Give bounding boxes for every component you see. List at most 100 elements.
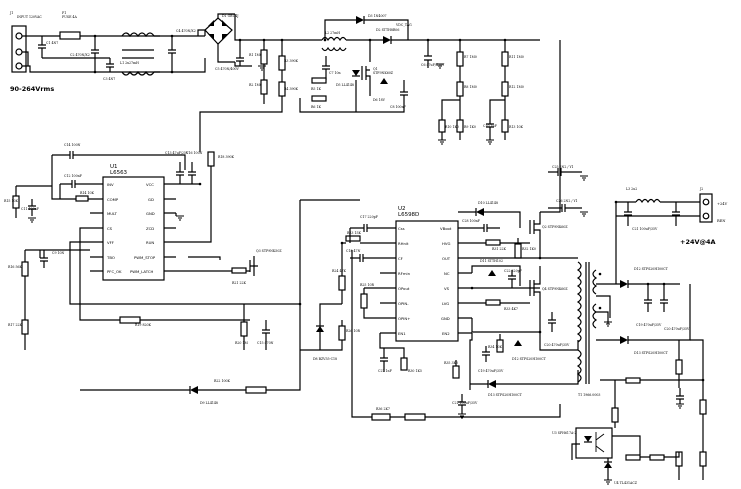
capacitor-c20-out: C20 470uF/35V [660, 284, 690, 331]
resistor-r12: R12 1M0 [501, 66, 524, 97]
input-connector: J1 INPUT 120VAC [9, 11, 42, 73]
diode-d13-out: D13 STPS20H100CT [620, 336, 669, 355]
capacitor-c4: C4 470N/X2 [168, 29, 196, 72]
diode-d10: D10 LL4148 [475, 201, 498, 216]
resistor-r26: R26 10R [338, 320, 361, 341]
capacitor-c20: C20 470uF/35V [544, 312, 570, 347]
svg-text:PFC_OK: PFC_OK [107, 269, 122, 274]
svg-text:ZCD: ZCD [146, 226, 154, 231]
capacitor-c21-out: C21 100uF/35V [624, 202, 658, 231]
output-connector-ref: J2 [699, 187, 703, 191]
svg-text:T1 1966.0003: T1 1966.0003 [578, 393, 600, 397]
ic-u1-ref: U1 [110, 164, 118, 170]
svg-text:Q1: Q1 [373, 67, 378, 71]
svg-text:D3 1N4007: D3 1N4007 [368, 14, 387, 18]
svg-text:R6 1K: R6 1K [311, 105, 321, 109]
svg-text:R31 22K: R31 22K [492, 247, 507, 251]
resistor-r17: R17 22K [8, 276, 29, 335]
svg-text:R23 15K: R23 15K [347, 231, 362, 235]
resistor-r34: R34 10K [488, 334, 504, 353]
svg-text:D11 STTH102: D11 STTH102 [480, 259, 503, 263]
resistor-r36b [404, 413, 426, 421]
output-rating-label: +24V@4A [680, 238, 716, 246]
inductor-l2: L2 27mH [300, 31, 347, 52]
resistor-r9: R9 1K0 [456, 96, 476, 133]
svg-text:LVG: LVG [442, 301, 449, 306]
resistor-r24: R24 47K [332, 266, 347, 291]
svg-text:C5 470N/400V: C5 470N/400V [215, 67, 240, 71]
capacitor-c3: C3 4N7 [103, 58, 115, 81]
svg-text:C21 100uF/35V: C21 100uF/35V [632, 227, 658, 231]
capacitor-c27: C27 1nF [378, 348, 393, 373]
resistor-r5: R5 1K [311, 77, 327, 91]
svg-text:OPIN+: OPIN+ [398, 316, 410, 321]
svg-text:VCC: VCC [146, 182, 154, 187]
bridge-rectifier-d1: D1 GBU4J [197, 13, 239, 63]
resistor-r19: R19 820K [119, 316, 152, 327]
svg-text:R30 1K5: R30 1K5 [408, 369, 422, 373]
zener-d11: D11 STTH102 [480, 259, 503, 276]
svg-text:GND: GND [441, 316, 450, 321]
svg-text:D10 LL4148: D10 LL4148 [478, 201, 498, 205]
ic-u2-part: L6598D [398, 212, 419, 218]
svg-text:CF: CF [398, 256, 403, 261]
svg-text:RFmin: RFmin [398, 271, 411, 276]
svg-text:U3 SFH617A-2: U3 SFH617A-2 [552, 431, 576, 435]
svg-text:D8 BZV55-C18: D8 BZV55-C18 [313, 357, 337, 361]
svg-text:D12 STPS20H100CT: D12 STPS20H100CT [634, 267, 669, 271]
svg-text:OUT: OUT [442, 256, 451, 261]
capacitor-fb [676, 388, 684, 404]
svg-text:D6 18V: D6 18V [373, 98, 386, 102]
mosfet-q4: Q4 STF9NK60Z [529, 266, 568, 302]
svg-text:PWM_STOP: PWM_STOP [134, 255, 156, 260]
capacitor-c9: C9 10N [40, 250, 65, 268]
resistor-r15: R15 10K [4, 186, 20, 209]
svg-text:R12 1M0: R12 1M0 [509, 85, 524, 89]
svg-text:GD: GD [148, 197, 154, 202]
svg-text:NC: NC [444, 271, 450, 276]
svg-text:C4 470N/X2: C4 470N/X2 [176, 29, 196, 33]
svg-text:R9 1K0: R9 1K0 [464, 125, 476, 129]
svg-text:C26 2N2 / Y1: C26 2N2 / Y1 [556, 199, 578, 203]
resistor-fb-2 [625, 454, 641, 461]
svg-text:R34 10K: R34 10K [488, 345, 503, 349]
capacitor-c18: C18 47N [346, 249, 380, 262]
svg-text:R35 3K3: R35 3K3 [444, 361, 458, 365]
svg-text:C3 4N7: C3 4N7 [103, 77, 115, 81]
svg-text:L1 2x27mH: L1 2x27mH [120, 61, 139, 65]
capacitor-c21: C21 100uF/35V [452, 394, 478, 414]
svg-text:L3 2u2: L3 2u2 [626, 187, 637, 191]
svg-text:C20 470uF/35V: C20 470uF/35V [544, 343, 570, 347]
svg-text:C2 470N/X2: C2 470N/X2 [70, 53, 90, 57]
resistor-r13: R13 10K [501, 96, 524, 133]
svg-text:Css: Css [398, 226, 405, 231]
svg-text:D12 STPS20H100CT: D12 STPS20H100CT [512, 357, 547, 361]
diode-d5: D5 LL4148 [336, 70, 360, 87]
output-pin-plus: +24V [717, 202, 728, 206]
svg-text:R24 47K: R24 47K [332, 269, 347, 273]
svg-text:R32 1K0: R32 1K0 [522, 247, 536, 251]
output-connector: J2 +24V REN [699, 187, 728, 223]
capacitor-c7: C7 10n [322, 56, 341, 80]
svg-text:R5 1K: R5 1K [311, 87, 321, 91]
svg-text:GND: GND [146, 211, 155, 216]
svg-text:OPIN-: OPIN- [398, 301, 409, 306]
svg-text:C9 10N: C9 10N [52, 251, 65, 255]
svg-text:C12 100nF: C12 100nF [64, 174, 83, 178]
svg-text:L2 27mH: L2 27mH [325, 31, 340, 35]
capacitor-c2: C2 470N/X2 [70, 36, 99, 72]
svg-text:HVG: HVG [442, 241, 450, 246]
svg-text:C1 4N7: C1 4N7 [46, 41, 58, 45]
junction-dots [198, 38, 705, 382]
svg-text:C21 100uF/35V: C21 100uF/35V [452, 401, 478, 405]
svg-text:C17 220pF: C17 220pF [360, 215, 379, 219]
diode-d12-out: D12 STPS20H100CT [620, 267, 669, 288]
svg-text:R26 10R: R26 10R [346, 329, 361, 333]
choke-l1: L1 2x27mH [120, 32, 155, 76]
capacitor-c15: C15 470N [257, 320, 274, 345]
resistor-r33: R33 4K7 [485, 299, 518, 311]
svg-text:R1 1M0: R1 1M0 [249, 53, 262, 57]
svg-text:R16 56K: R16 56K [8, 265, 23, 269]
capacitor-c5: C5 470N/400V [215, 40, 244, 71]
optocoupler-u3: U3 SFH617A-2 [552, 427, 613, 459]
